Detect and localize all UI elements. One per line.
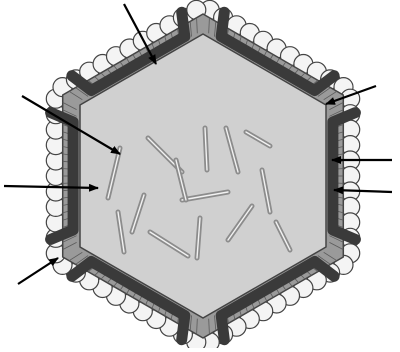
pointer-arrow: [18, 258, 58, 284]
